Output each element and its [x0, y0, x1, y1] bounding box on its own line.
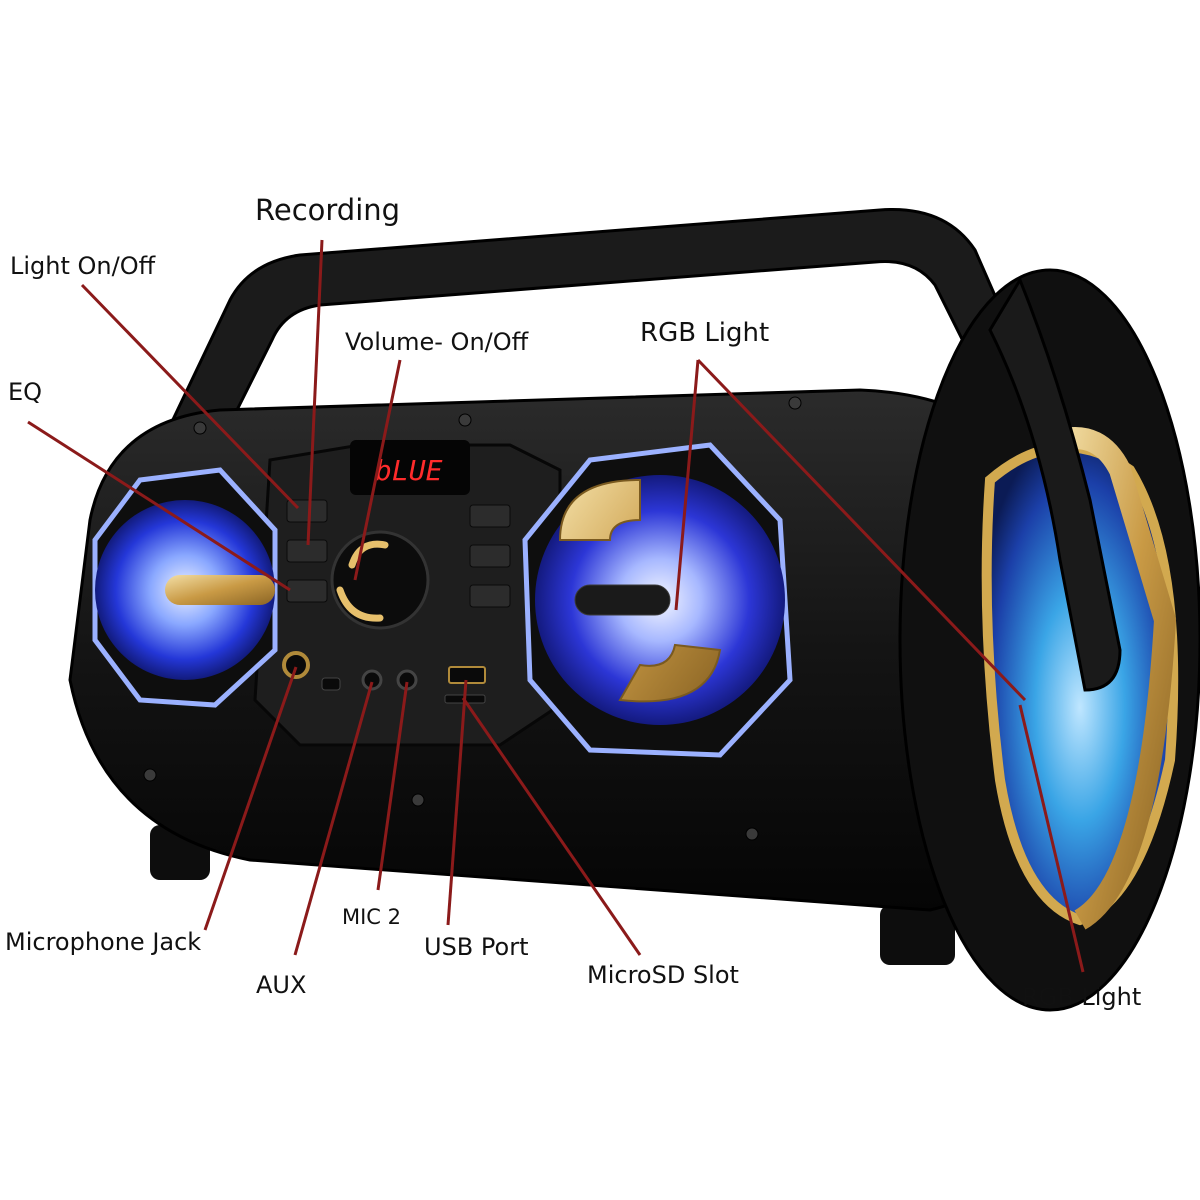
carry-handle [165, 208, 1013, 442]
label-rgb-light-side: RGB Light [1022, 983, 1142, 1011]
label-rgb-light-top: RGB Light [640, 318, 770, 348]
leader-eq [27, 420, 291, 592]
right-gold-s-trim [558, 478, 722, 703]
foot-mid [880, 905, 955, 965]
right-gold-bar [574, 584, 671, 616]
label-light-on-off: Light On/Off [10, 252, 156, 280]
leader-microsd [461, 697, 642, 956]
side-gold-trim [1057, 427, 1177, 930]
leader-rgb-side [1018, 704, 1085, 973]
volume-knob-ring [336, 540, 389, 622]
label-usb-port: USB Port [424, 933, 529, 961]
screw-4 [411, 793, 425, 807]
screw-5 [745, 827, 759, 841]
microphone-jack-port [282, 651, 310, 679]
label-recording: Recording [255, 193, 401, 227]
leader-rgb-top-2 [696, 358, 1027, 702]
leader-usb [446, 679, 468, 926]
left-gold-bar [165, 575, 275, 605]
display-readout: bLUE [375, 454, 443, 487]
screw-3 [788, 396, 802, 410]
leader-rgb-top-1 [674, 359, 700, 611]
aux-port [361, 669, 383, 691]
label-eq: EQ [8, 378, 43, 406]
button-next [469, 504, 511, 528]
side-handle-arm [988, 276, 1122, 692]
leader-mic2 [376, 681, 409, 891]
screw-2 [458, 413, 472, 427]
screw-6 [143, 768, 157, 782]
callout-leader-lines [27, 239, 1085, 973]
button-eq [286, 579, 328, 603]
button-prev [469, 584, 511, 608]
dc-port [321, 677, 341, 691]
label-aux: AUX [256, 971, 307, 999]
button-play [469, 544, 511, 568]
leader-recording [306, 239, 324, 546]
leader-light [80, 283, 300, 510]
label-microphone-jack: Microphone Jack [5, 928, 202, 956]
leader-aux [293, 681, 374, 956]
leader-microphone [203, 666, 298, 931]
screw-1 [193, 421, 207, 435]
label-volume-on-off: Volume- On/Off [345, 328, 529, 356]
leader-volume [353, 359, 402, 581]
label-mic-2: MIC 2 [342, 905, 402, 929]
label-microsd-slot: MicroSD Slot [587, 961, 739, 989]
